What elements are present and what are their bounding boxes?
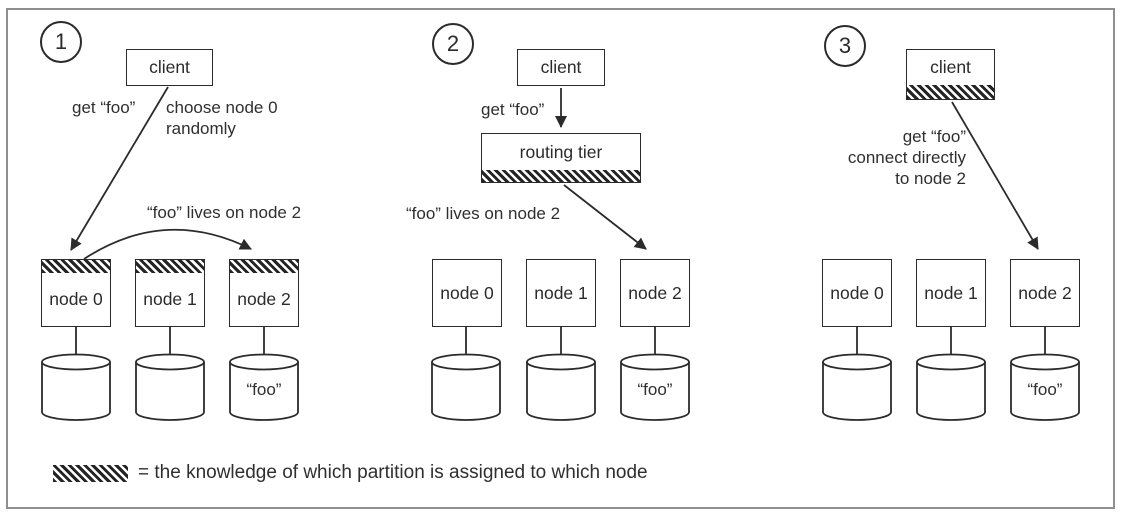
client-label: client: [149, 57, 190, 77]
legend: = the knowledge of which partition is as…: [53, 462, 648, 484]
db-cylinder-p2-node0: [431, 327, 501, 421]
node-label: node 1: [143, 289, 197, 309]
note-block-p3: get “foo” connect directly to node 2: [806, 126, 966, 189]
legend-hatch-swatch: [53, 464, 128, 482]
step-badge-2: 2: [432, 23, 474, 65]
node-box-p3-node0: node 0: [822, 259, 892, 327]
partition-knowledge-hatch: [482, 170, 640, 182]
node-label: node 2: [628, 282, 682, 303]
arrow-node0-to-node2: [83, 228, 252, 260]
node-label: node 2: [237, 289, 291, 309]
arrow-label-p1: “foo” lives on node 2: [147, 203, 302, 222]
stored-key-p3: “foo”: [1027, 380, 1063, 399]
arrow-client-to-node0: [70, 86, 169, 251]
arrow-label-p2: “foo” lives on node 2: [406, 204, 561, 223]
step-number: 3: [838, 33, 852, 58]
request-label-p1: get “foo”: [72, 98, 136, 117]
node-label: node 1: [534, 282, 588, 303]
db-cylinder-p3-node0: [822, 327, 892, 421]
node-label: node 0: [440, 282, 494, 303]
db-cylinder-p1-node1: [135, 327, 205, 421]
db-cylinder-p3-node1: [916, 327, 986, 421]
arrow-client-to-node2: [951, 101, 1039, 250]
step-badge-1: 1: [40, 21, 82, 63]
node-box-p2-node1: node 1: [526, 259, 596, 327]
client-label: client: [540, 57, 582, 77]
db-cylinder-p3-node2: [1010, 327, 1080, 421]
client-box-p3: client: [906, 49, 995, 100]
node-box-p2-node0: node 0: [432, 259, 502, 327]
stored-key-p1: “foo”: [246, 380, 282, 399]
routing-tier-label: routing tier: [519, 141, 603, 162]
step-badge-3: 3: [824, 25, 866, 67]
partition-knowledge-hatch: [230, 260, 298, 273]
partition-knowledge-hatch: [42, 260, 110, 273]
node-box-p3-node1: node 1: [916, 259, 986, 327]
step-number: 2: [446, 31, 460, 56]
partition-knowledge-hatch: [907, 85, 994, 99]
legend-text: = the knowledge of which partition is as…: [138, 462, 648, 483]
node-box-p2-node2: node 2: [620, 259, 690, 327]
node-label: node 0: [830, 282, 884, 303]
client-box-p2: client: [517, 49, 605, 86]
client-box-p1: client: [126, 49, 213, 86]
arrow-routing-tier-to-node2: [563, 184, 647, 250]
db-cylinder-p1-node0: [41, 327, 111, 421]
client-label: client: [930, 57, 971, 77]
step-number: 1: [54, 29, 68, 54]
node-box-p1-node1: node 1: [135, 259, 205, 327]
request-label-p3: get “foo”: [902, 127, 966, 146]
node-label: node 1: [924, 282, 978, 303]
request-label-p2: get “foo”: [481, 100, 545, 119]
node-box-p3-node2: node 2: [1010, 259, 1080, 327]
db-cylinder-p2-node2: [620, 327, 690, 421]
note-p3: connect directly to node 2: [847, 148, 966, 188]
routing-tier-box: routing tier: [481, 133, 641, 183]
node-label: node 0: [49, 289, 103, 309]
node-box-p1-node2: node 2: [229, 259, 299, 327]
db-cylinder-p2-node1: [526, 327, 596, 421]
note-p1: choose node 0 randomly: [166, 98, 278, 138]
stored-key-p2: “foo”: [637, 380, 673, 399]
node-label: node 2: [1018, 282, 1072, 303]
partition-knowledge-hatch: [136, 260, 204, 273]
db-cylinder-p1-node2: [229, 327, 299, 421]
node-box-p1-node0: node 0: [41, 259, 111, 327]
